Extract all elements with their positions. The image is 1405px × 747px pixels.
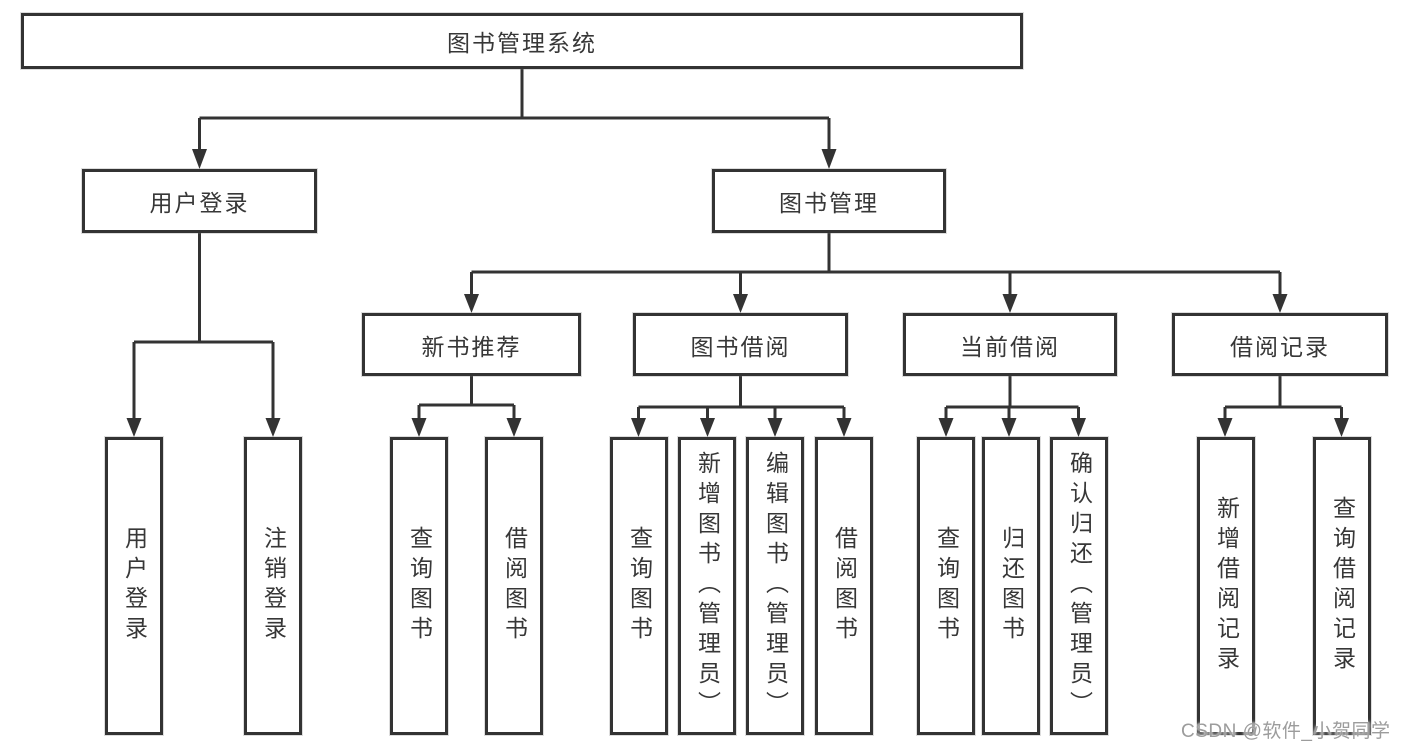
node-current-borrow: 当前借阅 — [903, 313, 1117, 376]
node-new-book-recommend: 新书推荐 — [362, 313, 581, 376]
leaf-book-borrow-borrow-books: 借阅图书 — [815, 437, 873, 735]
leaf-logout: 注销登录 — [244, 437, 302, 735]
node-book-borrow: 图书借阅 — [633, 313, 848, 376]
leaf-current-borrow-return-books: 归还图书 — [982, 437, 1040, 735]
leaf-records-query-borrow-record: 查询借阅记录 — [1313, 437, 1371, 735]
leaf-current-borrow-confirm-return-admin: 确认归还（管理员） — [1050, 437, 1108, 735]
leaf-book-borrow-query-books: 查询图书 — [610, 437, 668, 735]
edge-borrow-records-to-leaves — [1217, 376, 1349, 437]
edge-book-borrow-to-leaves — [631, 376, 852, 437]
leaf-records-add-borrow-record: 新增借阅记录 — [1197, 437, 1255, 735]
leaf-user-login: 用户登录 — [105, 437, 163, 735]
edge-book-management-to-level3 — [464, 233, 1288, 313]
edge-current-borrow-to-leaves — [938, 376, 1086, 437]
node-library-management-system: 图书管理系统 — [21, 13, 1023, 69]
edge-user-login-to-leaves — [126, 233, 281, 437]
node-user-login: 用户登录 — [82, 169, 317, 233]
leaf-book-borrow-edit-books-admin: 编辑图书（管理员） — [746, 437, 804, 735]
node-borrow-records: 借阅记录 — [1172, 313, 1388, 376]
edge-new-book-recommend-to-leaves — [411, 376, 522, 437]
leaf-book-borrow-add-books-admin: 新增图书（管理员） — [678, 437, 736, 735]
leaf-current-borrow-query-books: 查询图书 — [917, 437, 975, 735]
edge-root-to-level2 — [192, 69, 837, 169]
leaf-new-book-query-books: 查询图书 — [390, 437, 448, 735]
csdn-watermark: CSDN @软件_小贺同学 — [1181, 721, 1391, 742]
node-book-management: 图书管理 — [712, 169, 946, 233]
leaf-new-book-borrow-books: 借阅图书 — [485, 437, 543, 735]
